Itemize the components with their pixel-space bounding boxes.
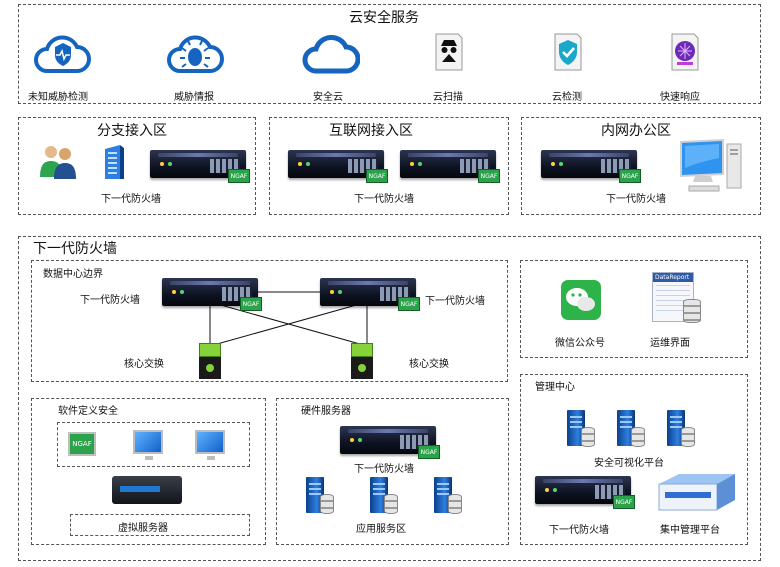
app-server-db-3 — [448, 494, 462, 514]
office-building-icon — [105, 145, 124, 179]
ngaf-badge: NGAF — [398, 297, 420, 311]
ops-panel — [520, 260, 748, 358]
ngaf-badge: NGAF — [478, 169, 500, 183]
cloud-services-panel — [18, 4, 761, 104]
desktop-computer-icon — [680, 138, 742, 192]
dc-border-title: 数据中心边界 — [43, 269, 103, 280]
core-switch-left — [199, 343, 221, 379]
ngaf-badge: NGAF — [240, 297, 262, 311]
visual-db-2 — [631, 427, 645, 447]
internet-firewall-label: 下一代防火墙 — [354, 194, 414, 205]
virtual-ngaf-icon: NGAF — [68, 432, 96, 456]
app-server-1 — [306, 477, 324, 513]
app-server-db-1 — [320, 494, 334, 514]
ngaf-badge: NGAF — [613, 495, 635, 509]
virtual-appliance-device — [112, 476, 182, 504]
virtual-ie-icon-2 — [195, 430, 225, 460]
intranet-firewall-label: 下一代防火墙 — [606, 194, 666, 205]
app-zone-label: 应用服务区 — [356, 524, 406, 535]
virtual-server-box — [70, 514, 250, 536]
cloud-bug-icon — [167, 35, 224, 73]
ngaf-badge: NGAF — [228, 169, 250, 183]
mgmt-firewall-device: NGAF — [535, 476, 635, 509]
mgmt-firewall-label: 下一代防火墙 — [549, 525, 609, 536]
cloud-heartbeat-icon — [34, 35, 91, 73]
visual-server-2 — [617, 410, 635, 446]
internet-zone-panel — [269, 117, 509, 215]
core-switch-left-label: 核心交换 — [124, 359, 164, 370]
internet-firewall-device-2: NGAF — [400, 150, 500, 183]
cloud-service-label-2: 安全云 — [313, 92, 343, 103]
branch-zone-panel — [18, 117, 256, 215]
dc-firewall-right: NGAF — [320, 278, 420, 311]
ngaf-badge: NGAF — [418, 445, 440, 459]
app-server-2 — [370, 477, 388, 513]
cloud-service-label-4: 云检测 — [552, 92, 582, 103]
mgmt-center-panel — [520, 374, 748, 545]
data-report-header: DataReport — [653, 273, 693, 282]
brain-response-icon — [671, 33, 699, 71]
hw-server-panel — [276, 398, 509, 545]
visual-db-1 — [581, 427, 595, 447]
ngaf-badge: NGAF — [366, 169, 388, 183]
cloud-icon — [302, 35, 360, 74]
app-server-3 — [434, 477, 452, 513]
visual-server-1 — [567, 410, 585, 446]
intranet-firewall-device: NGAF — [541, 150, 641, 183]
data-report-db — [683, 299, 701, 323]
branch-zone-title: 分支接入区 — [97, 123, 167, 139]
ngfw-panel — [18, 236, 761, 561]
shield-check-icon — [554, 33, 582, 71]
virtual-ie-icon-1 — [133, 430, 163, 460]
wechat-label: 微信公众号 — [555, 338, 605, 349]
ngaf-badge: NGAF — [619, 169, 641, 183]
dc-firewall-right-label: 下一代防火墙 — [425, 296, 485, 307]
intranet-zone-panel — [521, 117, 761, 215]
visual-server-3 — [667, 410, 685, 446]
cloud-service-label-0: 未知威胁检测 — [28, 92, 88, 103]
central-mgmt-appliance-icon — [658, 474, 735, 511]
app-server-db-2 — [384, 494, 398, 514]
cloud-service-label-3: 云扫描 — [433, 92, 463, 103]
sds-vm-group — [57, 422, 250, 467]
mgmt-center-title: 管理中心 — [535, 382, 575, 393]
ngfw-title: 下一代防火墙 — [33, 241, 117, 257]
visual-db-3 — [681, 427, 695, 447]
virtual-server-label: 虚拟服务器 — [118, 523, 168, 534]
wechat-icon — [561, 280, 601, 320]
internet-firewall-device-1: NGAF — [288, 150, 388, 183]
branch-firewall-device: NGAF — [150, 150, 250, 183]
users-icon — [40, 146, 76, 179]
intranet-zone-title: 内网办公区 — [601, 123, 671, 139]
internet-zone-title: 互联网接入区 — [329, 123, 413, 139]
hw-firewall-device: NGAF — [340, 426, 440, 459]
dc-firewall-left: NGAF — [162, 278, 262, 311]
dc-firewall-left-label: 下一代防火墙 — [80, 295, 140, 306]
dc-border-panel — [31, 260, 508, 382]
spy-scan-icon — [435, 33, 463, 71]
core-switch-right-label: 核心交换 — [409, 359, 449, 370]
ngaf-badge: NGAF — [72, 440, 92, 448]
hw-firewall-label: 下一代防火墙 — [354, 464, 414, 475]
visual-platform-label: 安全可视化平台 — [594, 458, 664, 469]
cloud-service-label-5: 快速响应 — [660, 92, 700, 103]
sds-panel — [31, 398, 266, 545]
core-switch-right — [351, 343, 373, 379]
hw-server-title: 硬件服务器 — [301, 406, 351, 417]
sds-title: 软件定义安全 — [58, 406, 118, 417]
cloud-service-label-1: 威胁情报 — [174, 92, 214, 103]
ops-interface-label: 运维界面 — [650, 338, 690, 349]
cloud-services-title: 云安全服务 — [349, 10, 419, 26]
branch-firewall-label: 下一代防火墙 — [101, 194, 161, 205]
central-mgmt-label: 集中管理平台 — [660, 525, 720, 536]
